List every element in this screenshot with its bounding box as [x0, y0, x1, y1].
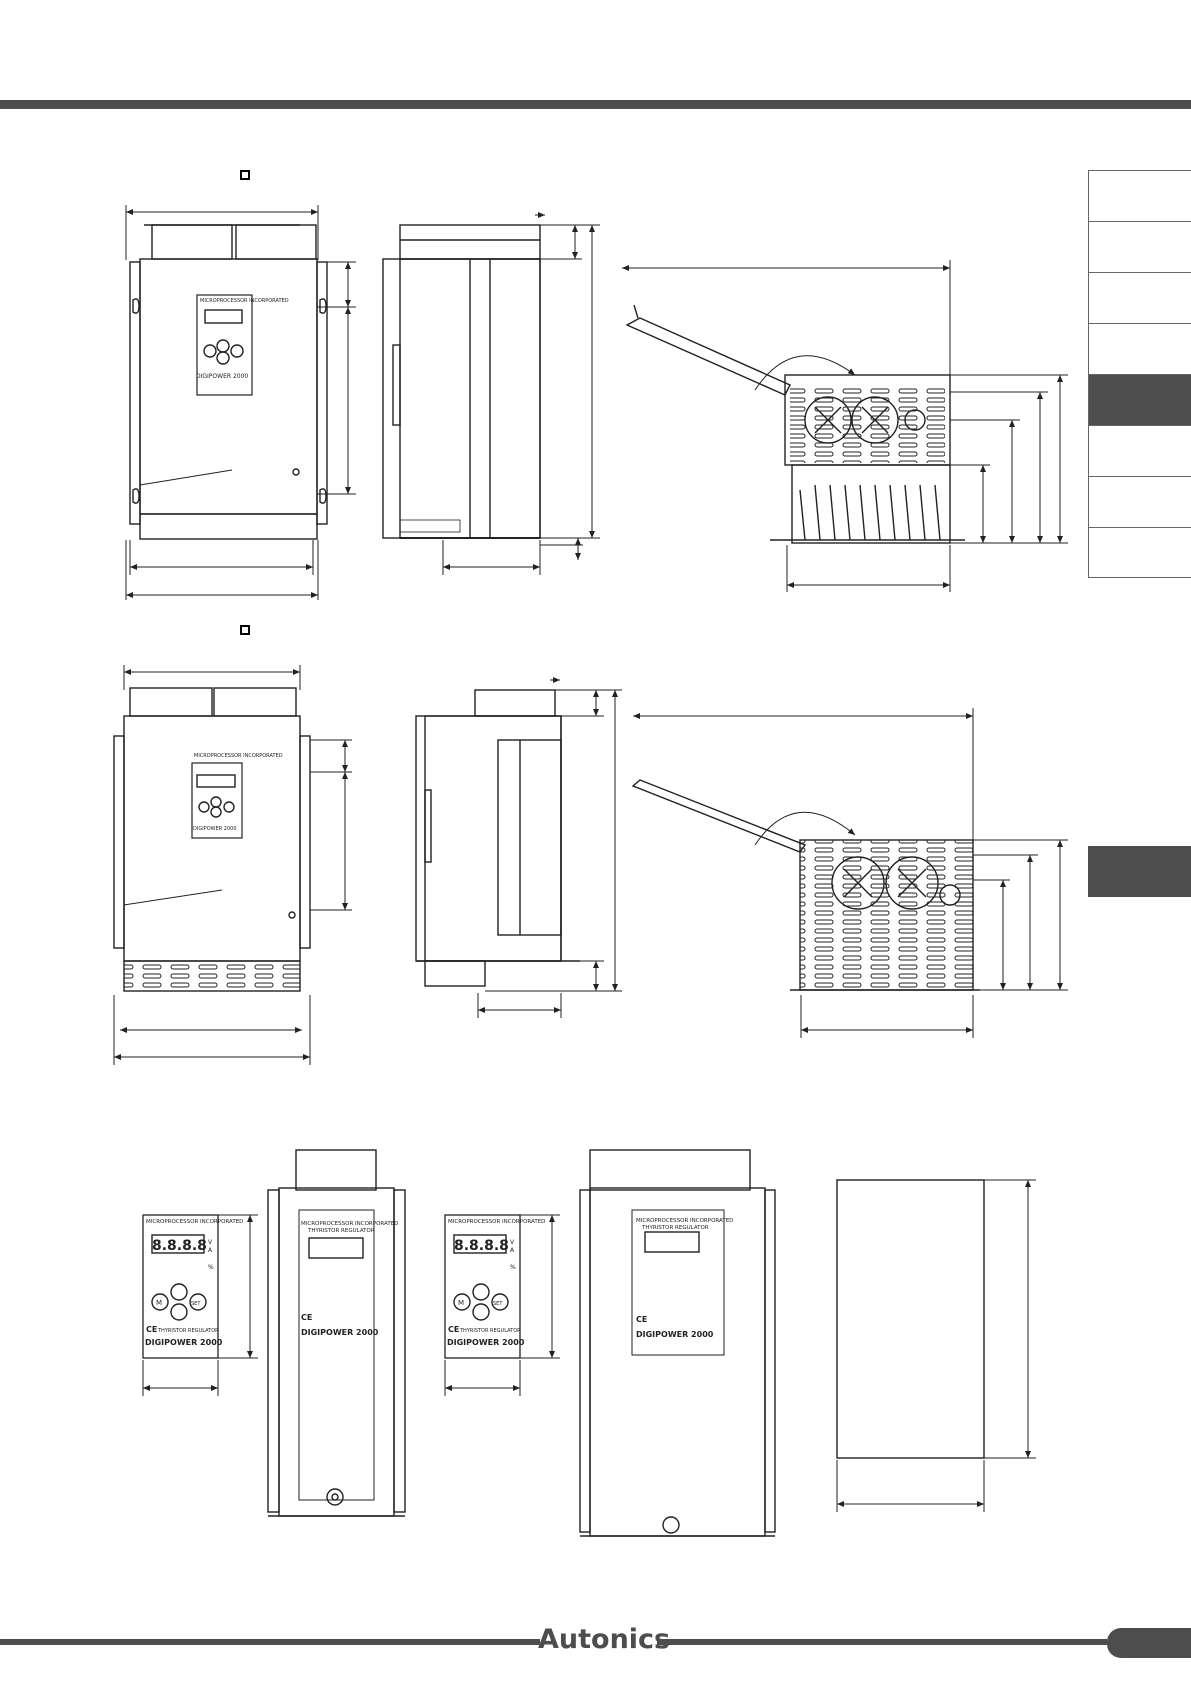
unit-drawing-1 — [267, 1149, 406, 1517]
p2-product: DIGIPOWER 2000 — [447, 1338, 525, 1347]
u2-product: DIGIPOWER 2000 — [636, 1330, 714, 1339]
page-tab — [1107, 1628, 1191, 1658]
side-tab-1[interactable] — [1088, 170, 1191, 221]
p2-display: 8.8.8.8 — [454, 1238, 509, 1254]
section-1-side-view — [382, 224, 541, 539]
p1-regulator: THYRISTOR REGULATOR — [157, 1328, 219, 1334]
s2-panel-microprocessor: MICROPROCESSOR INCORPORATED — [194, 753, 283, 759]
p2-btn-set: SET — [493, 1301, 503, 1307]
p2-ce: CE — [448, 1325, 459, 1334]
section-2-front-dimensions — [113, 665, 352, 1065]
section-2-side-view — [415, 689, 580, 987]
s1-panel-product: DIGIPOWER 2000 — [196, 373, 248, 380]
p1-unit-a: A — [208, 1247, 213, 1254]
side-tab-8[interactable] — [1088, 527, 1191, 578]
side-tab-6[interactable] — [1088, 425, 1191, 476]
u1-microprocessor: MICROPROCESSOR INCORPORATED — [301, 1221, 398, 1227]
section-2-top-dimensions — [633, 708, 1068, 1038]
section-2-top-view — [631, 779, 980, 991]
u1-product: DIGIPOWER 2000 — [301, 1328, 379, 1337]
u1-ce: CE — [301, 1313, 312, 1322]
section-2-box — [240, 625, 250, 635]
p1-btn-set: SET — [191, 1301, 201, 1307]
p2-unit-pct: % — [510, 1264, 516, 1271]
p1-display: 8.8.8.8 — [152, 1238, 207, 1254]
p1-microprocessor: MICROPROCESSOR INCORPORATED — [146, 1219, 243, 1225]
section-1-front-view — [129, 224, 328, 540]
p2-regulator: THYRISTOR REGULATOR — [459, 1328, 521, 1334]
p2-btn-m: M — [458, 1299, 464, 1307]
footer-rule-right — [657, 1639, 1107, 1645]
u2-microprocessor: MICROPROCESSOR INCORPORATED — [636, 1218, 733, 1224]
side-tab-2[interactable] — [1088, 221, 1191, 272]
section-1-top-view — [625, 304, 965, 544]
footer-rule-left — [0, 1639, 540, 1645]
panel-drawing-2 — [444, 1214, 560, 1396]
p1-unit-pct: % — [208, 1264, 214, 1271]
header-rule — [0, 100, 1191, 109]
section-1-front-dimensions — [125, 205, 356, 600]
p1-ce: CE — [146, 1325, 157, 1334]
panel-drawing-1 — [142, 1214, 258, 1396]
side-tab-section-2[interactable] — [1088, 846, 1191, 897]
side-tab-3[interactable] — [1088, 272, 1191, 323]
p2-unit-a: A — [510, 1247, 515, 1254]
section-1-box — [240, 170, 250, 180]
s1-panel-microprocessor: MICROPROCESSOR INCORPORATED — [200, 298, 289, 304]
footer-logo: Autonics — [538, 1624, 671, 1655]
u2-ce: CE — [636, 1315, 647, 1324]
unit-drawing-2 — [579, 1149, 776, 1537]
side-tab-5-active[interactable] — [1088, 374, 1191, 425]
panel-cutout — [836, 1179, 1036, 1512]
s2-panel-product: DIGIPOWER 2000 — [193, 826, 237, 832]
side-tab-7[interactable] — [1088, 476, 1191, 527]
p1-unit-v: V — [208, 1239, 213, 1246]
u2-regulator: THYRISTOR REGULATOR — [641, 1225, 709, 1231]
section-2-front-view — [113, 687, 311, 992]
p2-unit-v: V — [510, 1239, 515, 1246]
p2-microprocessor: MICROPROCESSOR INCORPORATED — [448, 1219, 545, 1225]
section-1-top-dimensions — [622, 260, 1068, 592]
section-1-side-dimensions — [442, 212, 600, 575]
p1-btn-m: M — [156, 1299, 162, 1307]
section-2-side-dimensions — [477, 677, 622, 1018]
u1-regulator: THYRISTOR REGULATOR — [307, 1228, 375, 1234]
side-tab-4[interactable] — [1088, 323, 1191, 374]
p1-product: DIGIPOWER 2000 — [145, 1338, 223, 1347]
